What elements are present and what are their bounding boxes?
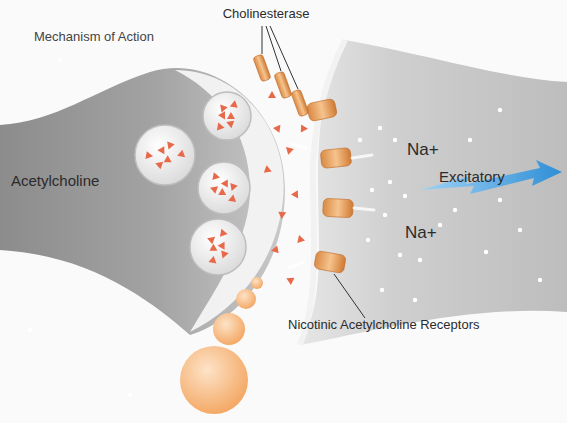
signal-label: Excitatory: [439, 168, 505, 185]
ion-label: Na+: [405, 223, 437, 243]
receptor-label: Nicotinic Acetylcholine Receptors: [288, 318, 479, 333]
diagram-title: Mechanism of Action: [34, 30, 154, 45]
structure-label: Acetylcholine: [11, 172, 99, 189]
enzyme-label: Cholinesterase: [223, 7, 310, 22]
ion-label: Na+: [407, 140, 439, 160]
presynaptic-terminal: Acetylcholine: [5, 150, 135, 220]
postsynaptic-membrane: Na+ExcitatoryNa+: [395, 135, 560, 260]
